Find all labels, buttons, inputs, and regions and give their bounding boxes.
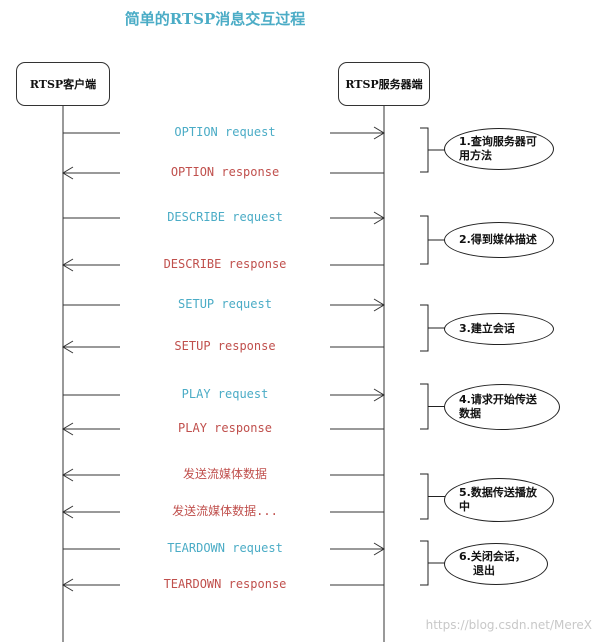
message-label: TEARDOWN request — [120, 541, 330, 555]
step-ellipse: 1.查询服务器可用方法 — [444, 128, 554, 170]
step-label-line1: 3.建立会话 — [459, 322, 515, 335]
message-label: 发送流媒体数据... — [120, 504, 330, 518]
step-ellipse: 5.数据传送播放中 — [444, 478, 554, 522]
step-ellipse: 6.关闭会话，退出 — [444, 543, 548, 585]
arrow-head — [373, 542, 385, 556]
arrow-head — [62, 468, 74, 482]
arrow-head — [62, 340, 74, 354]
step-bracket — [420, 304, 429, 352]
message-label: 发送流媒体数据 — [120, 467, 330, 481]
arrow-head — [62, 422, 74, 436]
step-label-line2: 用方法 — [459, 149, 492, 162]
message-label: PLAY response — [120, 421, 330, 435]
step-label-line2: 数据 — [459, 407, 481, 420]
actor-server: RTSP服务器端 — [338, 62, 430, 106]
step-bracket — [420, 540, 429, 586]
message-label: SETUP response — [120, 339, 330, 353]
message-label: SETUP request — [120, 297, 330, 311]
message-label: DESCRIBE request — [120, 210, 330, 224]
step-label-line1: 5.数据传送播放 — [459, 486, 537, 499]
arrow-head — [62, 578, 74, 592]
arrow-head — [62, 505, 74, 519]
step-label-line1: 4.请求开始传送 — [459, 393, 537, 406]
message-label: DESCRIBE response — [120, 257, 330, 271]
arrow-head — [373, 388, 385, 402]
arrow-head — [373, 298, 385, 312]
watermark: https://blog.csdn.net/MereX — [425, 618, 592, 632]
arrow-head — [373, 126, 385, 140]
step-bracket — [420, 383, 429, 430]
arrow-head — [62, 258, 74, 272]
actor-server-label: RTSP服务器端 — [345, 78, 423, 91]
step-label-line2: 中 — [459, 500, 470, 513]
message-label: TEARDOWN response — [120, 577, 330, 591]
step-ellipse: 2.得到媒体描述 — [444, 222, 554, 258]
step-bracket — [420, 127, 429, 173]
step-bracket — [420, 215, 429, 265]
actor-client: RTSP客户端 — [16, 62, 110, 106]
arrow-head — [373, 211, 385, 225]
actor-client-label: RTSP客户端 — [29, 78, 97, 91]
step-label-line1: 2.得到媒体描述 — [459, 233, 537, 246]
diagram-title: 简单的RTSP消息交互过程 — [124, 10, 306, 28]
step-label-line1: 1.查询服务器可 — [459, 135, 537, 148]
arrow-head — [62, 166, 74, 180]
step-ellipse: 4.请求开始传送数据 — [444, 384, 560, 430]
step-bracket — [420, 473, 429, 520]
message-label: OPTION response — [120, 165, 330, 179]
step-label-line1: 6.关闭会话， — [459, 550, 526, 563]
message-label: OPTION request — [120, 125, 330, 139]
step-ellipse: 3.建立会话 — [444, 313, 554, 345]
message-label: PLAY request — [120, 387, 330, 401]
step-label-line2: 退出 — [473, 564, 495, 577]
